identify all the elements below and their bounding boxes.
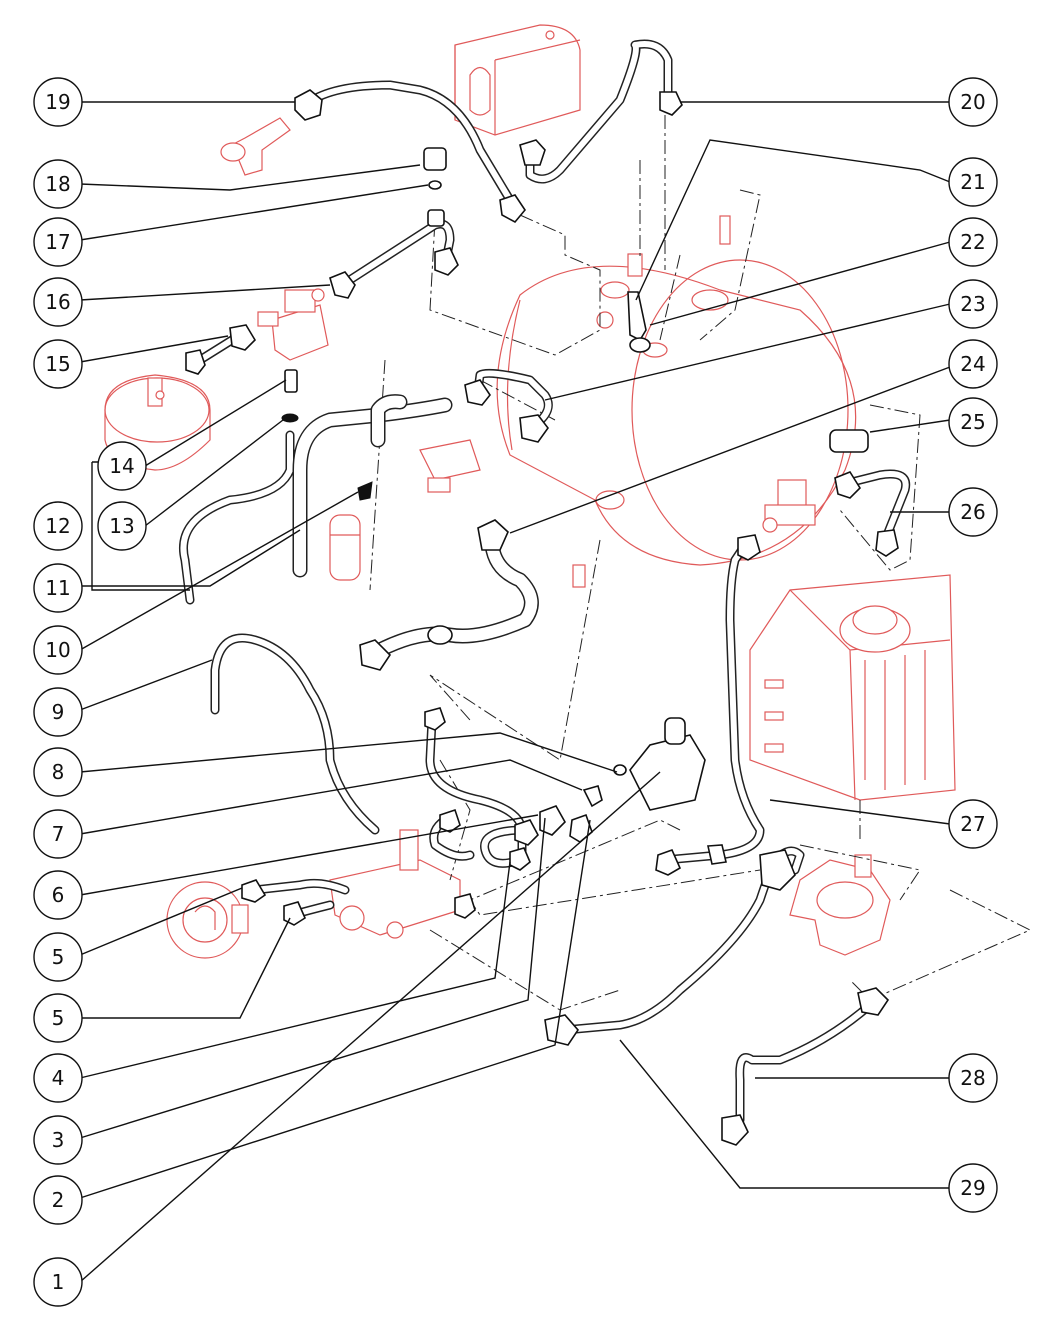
callout-26: 26 (948, 487, 998, 537)
callout-20: 20 (948, 77, 998, 127)
callout-label: 25 (960, 410, 985, 434)
callout-22: 22 (948, 217, 998, 267)
callout-label: 26 (960, 500, 985, 524)
tubing (179, 39, 911, 1125)
callout-4: 4 (33, 1053, 83, 1103)
callout-5-lower: 5 (33, 993, 83, 1043)
callout-label: 16 (45, 290, 70, 314)
callout-label: 10 (45, 638, 70, 662)
solenoid-valve-upper (257, 288, 329, 361)
callout-17: 17 (33, 217, 83, 267)
callout-label: 18 (45, 172, 70, 196)
callout-25: 25 (948, 397, 998, 447)
callout-label: 12 (45, 514, 70, 538)
callout-label: 17 (45, 230, 70, 254)
callout-12: 12 (33, 501, 83, 551)
pressure-gauge (166, 881, 249, 959)
callout-label: 3 (52, 1128, 65, 1152)
callout-label: 9 (52, 700, 65, 724)
callouts: 19 18 17 16 15 14 13 12 11 10 9 8 7 6 5 … (33, 77, 998, 1307)
bottom-valve (789, 854, 891, 956)
callout-24: 24 (948, 339, 998, 389)
callout-label: 28 (960, 1066, 985, 1090)
callout-label: 24 (960, 352, 985, 376)
callout-label: 20 (960, 90, 985, 114)
callout-19: 19 (33, 77, 83, 127)
solenoid-valve-right (762, 479, 816, 533)
callout-18: 18 (33, 159, 83, 209)
callout-8: 8 (33, 747, 83, 797)
callout-label: 7 (52, 822, 65, 846)
callout-15: 15 (33, 339, 83, 389)
callout-label: 22 (960, 230, 985, 254)
callout-label: 2 (52, 1188, 65, 1212)
callout-9: 9 (33, 687, 83, 737)
callout-label: 29 (960, 1176, 985, 1200)
callout-label: 15 (45, 352, 70, 376)
callout-3: 3 (33, 1115, 83, 1165)
callout-label: 5 (52, 1006, 65, 1030)
callout-11: 11 (33, 563, 83, 613)
callout-label: 4 (52, 1066, 65, 1090)
callout-10: 10 (33, 625, 83, 675)
callout-2: 2 (33, 1175, 83, 1225)
callout-label: 1 (52, 1270, 65, 1294)
callout-14: 14 (97, 441, 147, 491)
callout-21: 21 (948, 157, 998, 207)
callout-6: 6 (33, 870, 83, 920)
callout-label: 11 (45, 576, 70, 600)
callout-7: 7 (33, 809, 83, 859)
callout-5-upper: 5 (33, 932, 83, 982)
callout-16: 16 (33, 277, 83, 327)
callout-label: 13 (109, 514, 134, 538)
fittings (185, 89, 899, 1146)
callout-label: 8 (52, 760, 65, 784)
pressure-switch-box (454, 24, 581, 136)
callout-label: 19 (45, 90, 70, 114)
callout-27: 27 (948, 799, 998, 849)
callout-28: 28 (948, 1053, 998, 1103)
callout-label: 23 (960, 292, 985, 316)
steam-outlet (220, 117, 291, 176)
pump-housing (749, 574, 956, 801)
boiler-tank (496, 215, 857, 588)
callout-13: 13 (97, 501, 147, 551)
callout-label: 14 (109, 454, 134, 478)
callout-label: 5 (52, 945, 65, 969)
callout-label: 6 (52, 883, 65, 907)
callout-label: 27 (960, 812, 985, 836)
leader-lines (79, 101, 951, 1283)
callout-29: 29 (948, 1163, 998, 1213)
component-outlines (104, 24, 956, 959)
callout-label: 21 (960, 170, 985, 194)
callout-23: 23 (948, 279, 998, 329)
flow-valve-mid (329, 439, 481, 581)
callout-1: 1 (33, 1257, 83, 1307)
